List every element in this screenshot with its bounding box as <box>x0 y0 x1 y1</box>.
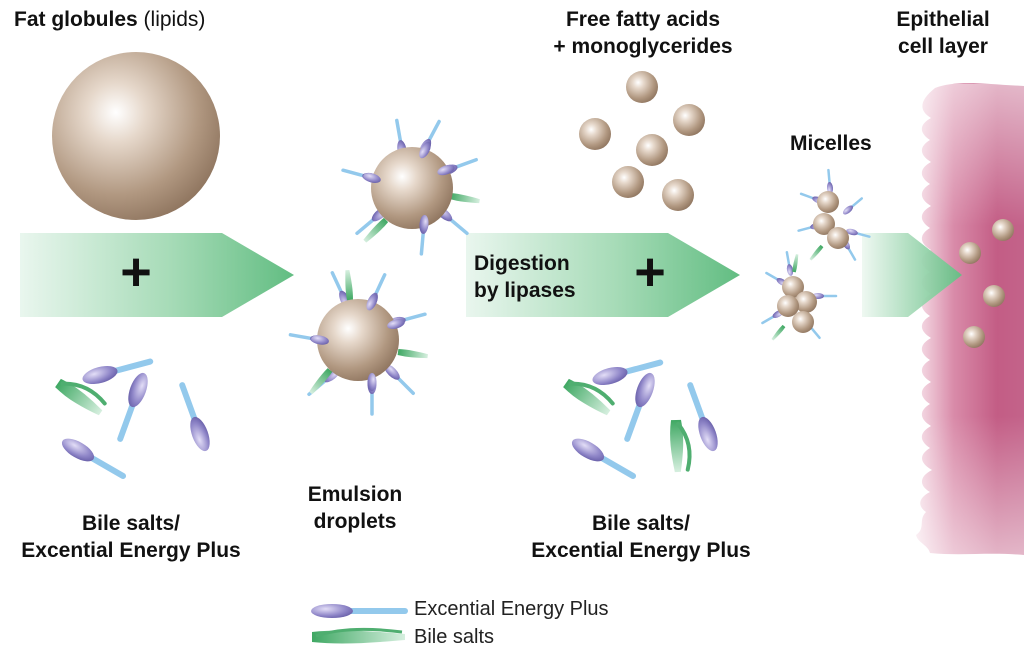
emulsion-droplet <box>340 117 481 257</box>
process-arrow-2 <box>466 233 740 317</box>
fatty-acid-particle <box>579 118 611 150</box>
bile-salts-label-left: Bile salts/ Excential Energy Plus <box>0 510 262 564</box>
fatty-acid-particle <box>673 104 705 136</box>
bile-salts-cluster-left <box>52 354 213 483</box>
digestion-line2: by lipases <box>474 279 576 302</box>
fat-globules-label: Fat globules (lipids) <box>14 6 205 33</box>
fat-globules-subtitle: (lipids) <box>143 8 206 31</box>
fatty-acid-particle <box>662 179 694 211</box>
free-fatty-acids <box>579 71 705 211</box>
epithelial-cell-layer <box>915 83 1024 558</box>
micelles-label: Micelles <box>790 130 872 157</box>
legend-bile-salts-label: Bile salts <box>414 626 495 648</box>
free-fatty-acids-line1: Free fatty acids <box>565 8 721 31</box>
bile-salts-right-line1: Bile salts/ <box>591 512 691 535</box>
emulsion-line2: droplets <box>313 510 397 533</box>
legend-excential-icon <box>311 604 408 618</box>
micelle <box>759 250 838 342</box>
absorbed-lipids <box>959 219 1014 348</box>
fat-globule <box>52 52 220 220</box>
free-fatty-acids-line2: + monoglycerides <box>553 35 733 58</box>
epithelial-line2: cell layer <box>898 35 988 58</box>
micelles-text: Micelles <box>790 132 872 155</box>
fatty-acid-particle <box>636 134 668 166</box>
emulsion-line1: Emulsion <box>307 483 403 506</box>
plus-symbol-2: + <box>634 242 666 302</box>
fatty-acid-particle <box>626 71 658 103</box>
legend-bile-salts-icon <box>312 627 405 644</box>
epithelial-line1: Epithelial <box>896 8 990 31</box>
absorption-arrow <box>862 233 962 317</box>
bile-salts-left-line2: Excential Energy Plus <box>21 539 241 562</box>
emulsion-label: Emulsion droplets <box>280 481 430 535</box>
plus-symbol-1: + <box>120 242 152 302</box>
bile-salts-label-right: Bile salts/ Excential Energy Plus <box>508 510 774 564</box>
fat-globules-title: Fat globules <box>14 8 138 31</box>
digestion-label: Digestion by lipases <box>474 250 576 304</box>
bile-salts-right-line2: Excential Energy Plus <box>531 539 751 562</box>
emulsion-droplet <box>287 269 429 416</box>
epithelial-label: Epithelial cell layer <box>872 6 1014 60</box>
process-arrow-1 <box>20 233 294 317</box>
digestion-line1: Digestion <box>474 252 570 275</box>
bile-salts-cluster-right <box>560 355 721 483</box>
free-fatty-acids-label: Free fatty acids + monoglycerides <box>530 6 756 60</box>
micelle <box>796 168 872 263</box>
bile-salts-left-line1: Bile salts/ <box>81 512 181 535</box>
legend-excential-label: Excential Energy Plus <box>414 598 609 620</box>
fatty-acid-particle <box>612 166 644 198</box>
